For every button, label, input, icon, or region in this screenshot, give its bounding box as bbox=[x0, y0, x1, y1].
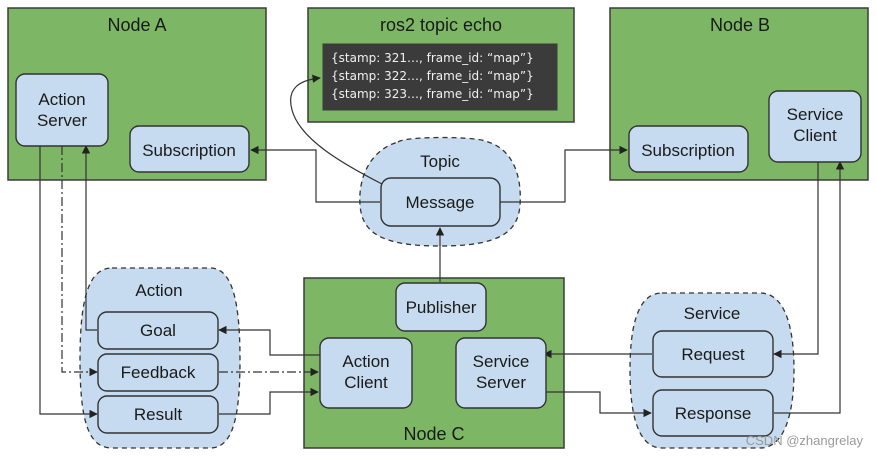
result-box bbox=[97, 395, 219, 434]
msg-to-sub-b-wire bbox=[500, 145, 628, 203]
client-to-goal-wire bbox=[218, 325, 320, 356]
publisher-label: Publisher bbox=[406, 298, 477, 317]
echo-line-3: {stamp: 323…, frame_id: “map”} bbox=[331, 87, 534, 101]
result-label: Result bbox=[134, 405, 182, 424]
service-client-box bbox=[768, 90, 862, 163]
subscription-b-box bbox=[628, 125, 749, 173]
feedback-label: Feedback bbox=[121, 363, 196, 382]
echo-line-2: {stamp: 322…, frame_id: “map”} bbox=[331, 69, 534, 83]
subscription-a-box bbox=[129, 125, 250, 173]
response-to-client-wire bbox=[774, 161, 845, 414]
msg-to-echo-wire bbox=[290, 74, 383, 185]
action-server-box bbox=[15, 73, 109, 147]
topic-title: Topic bbox=[420, 152, 460, 171]
connections bbox=[39, 74, 845, 419]
topic-echo-panel: ros2 topic echo {stamp: 321…, frame_id: … bbox=[307, 7, 575, 123]
echo-terminal bbox=[322, 43, 558, 111]
action-client-box bbox=[319, 337, 413, 409]
server-to-response-wire bbox=[544, 391, 652, 418]
action-server-label-l2: Server bbox=[37, 111, 87, 130]
service-client-label-l1: Service bbox=[787, 105, 844, 124]
subscription-a-label: Subscription bbox=[142, 141, 236, 160]
feedback-box bbox=[97, 353, 219, 392]
service-title: Service bbox=[684, 304, 741, 323]
action-title: Action bbox=[135, 281, 182, 300]
node-b-title: Node B bbox=[710, 15, 770, 35]
goal-box bbox=[97, 311, 219, 350]
service-client-label-l2: Client bbox=[793, 126, 837, 145]
watermark: CSDN @zhangrelay bbox=[746, 433, 864, 448]
action-client-label-l2: Client bbox=[344, 373, 388, 392]
action-client-label-l1: Action bbox=[342, 352, 389, 371]
node-a-title: Node A bbox=[107, 15, 166, 35]
goal-label: Goal bbox=[140, 321, 176, 340]
server-to-feedback-wire bbox=[61, 146, 98, 377]
response-box bbox=[652, 389, 774, 437]
echo-line-1: {stamp: 321…, frame_id: “map”} bbox=[331, 51, 534, 65]
publisher-box bbox=[395, 282, 487, 332]
service-server-label-l1: Service bbox=[473, 352, 530, 371]
message-label: Message bbox=[406, 193, 475, 212]
request-label: Request bbox=[681, 345, 745, 364]
subscription-b-label: Subscription bbox=[641, 141, 735, 160]
goal-to-server-wire bbox=[81, 145, 97, 331]
action-server-label-l1: Action bbox=[38, 90, 85, 109]
message-box bbox=[380, 177, 501, 227]
response-label: Response bbox=[675, 404, 752, 423]
node-c-title: Node C bbox=[403, 424, 464, 444]
server-to-result-wire bbox=[39, 146, 98, 419]
request-box bbox=[652, 330, 774, 378]
service-server-label-l2: Server bbox=[476, 373, 526, 392]
result-to-client-wire bbox=[219, 387, 319, 415]
topic-echo-title: ros2 topic echo bbox=[380, 15, 502, 35]
client-to-request-wire bbox=[773, 162, 819, 359]
msg-to-sub-a-wire bbox=[250, 145, 380, 203]
service-server-box bbox=[455, 337, 547, 409]
